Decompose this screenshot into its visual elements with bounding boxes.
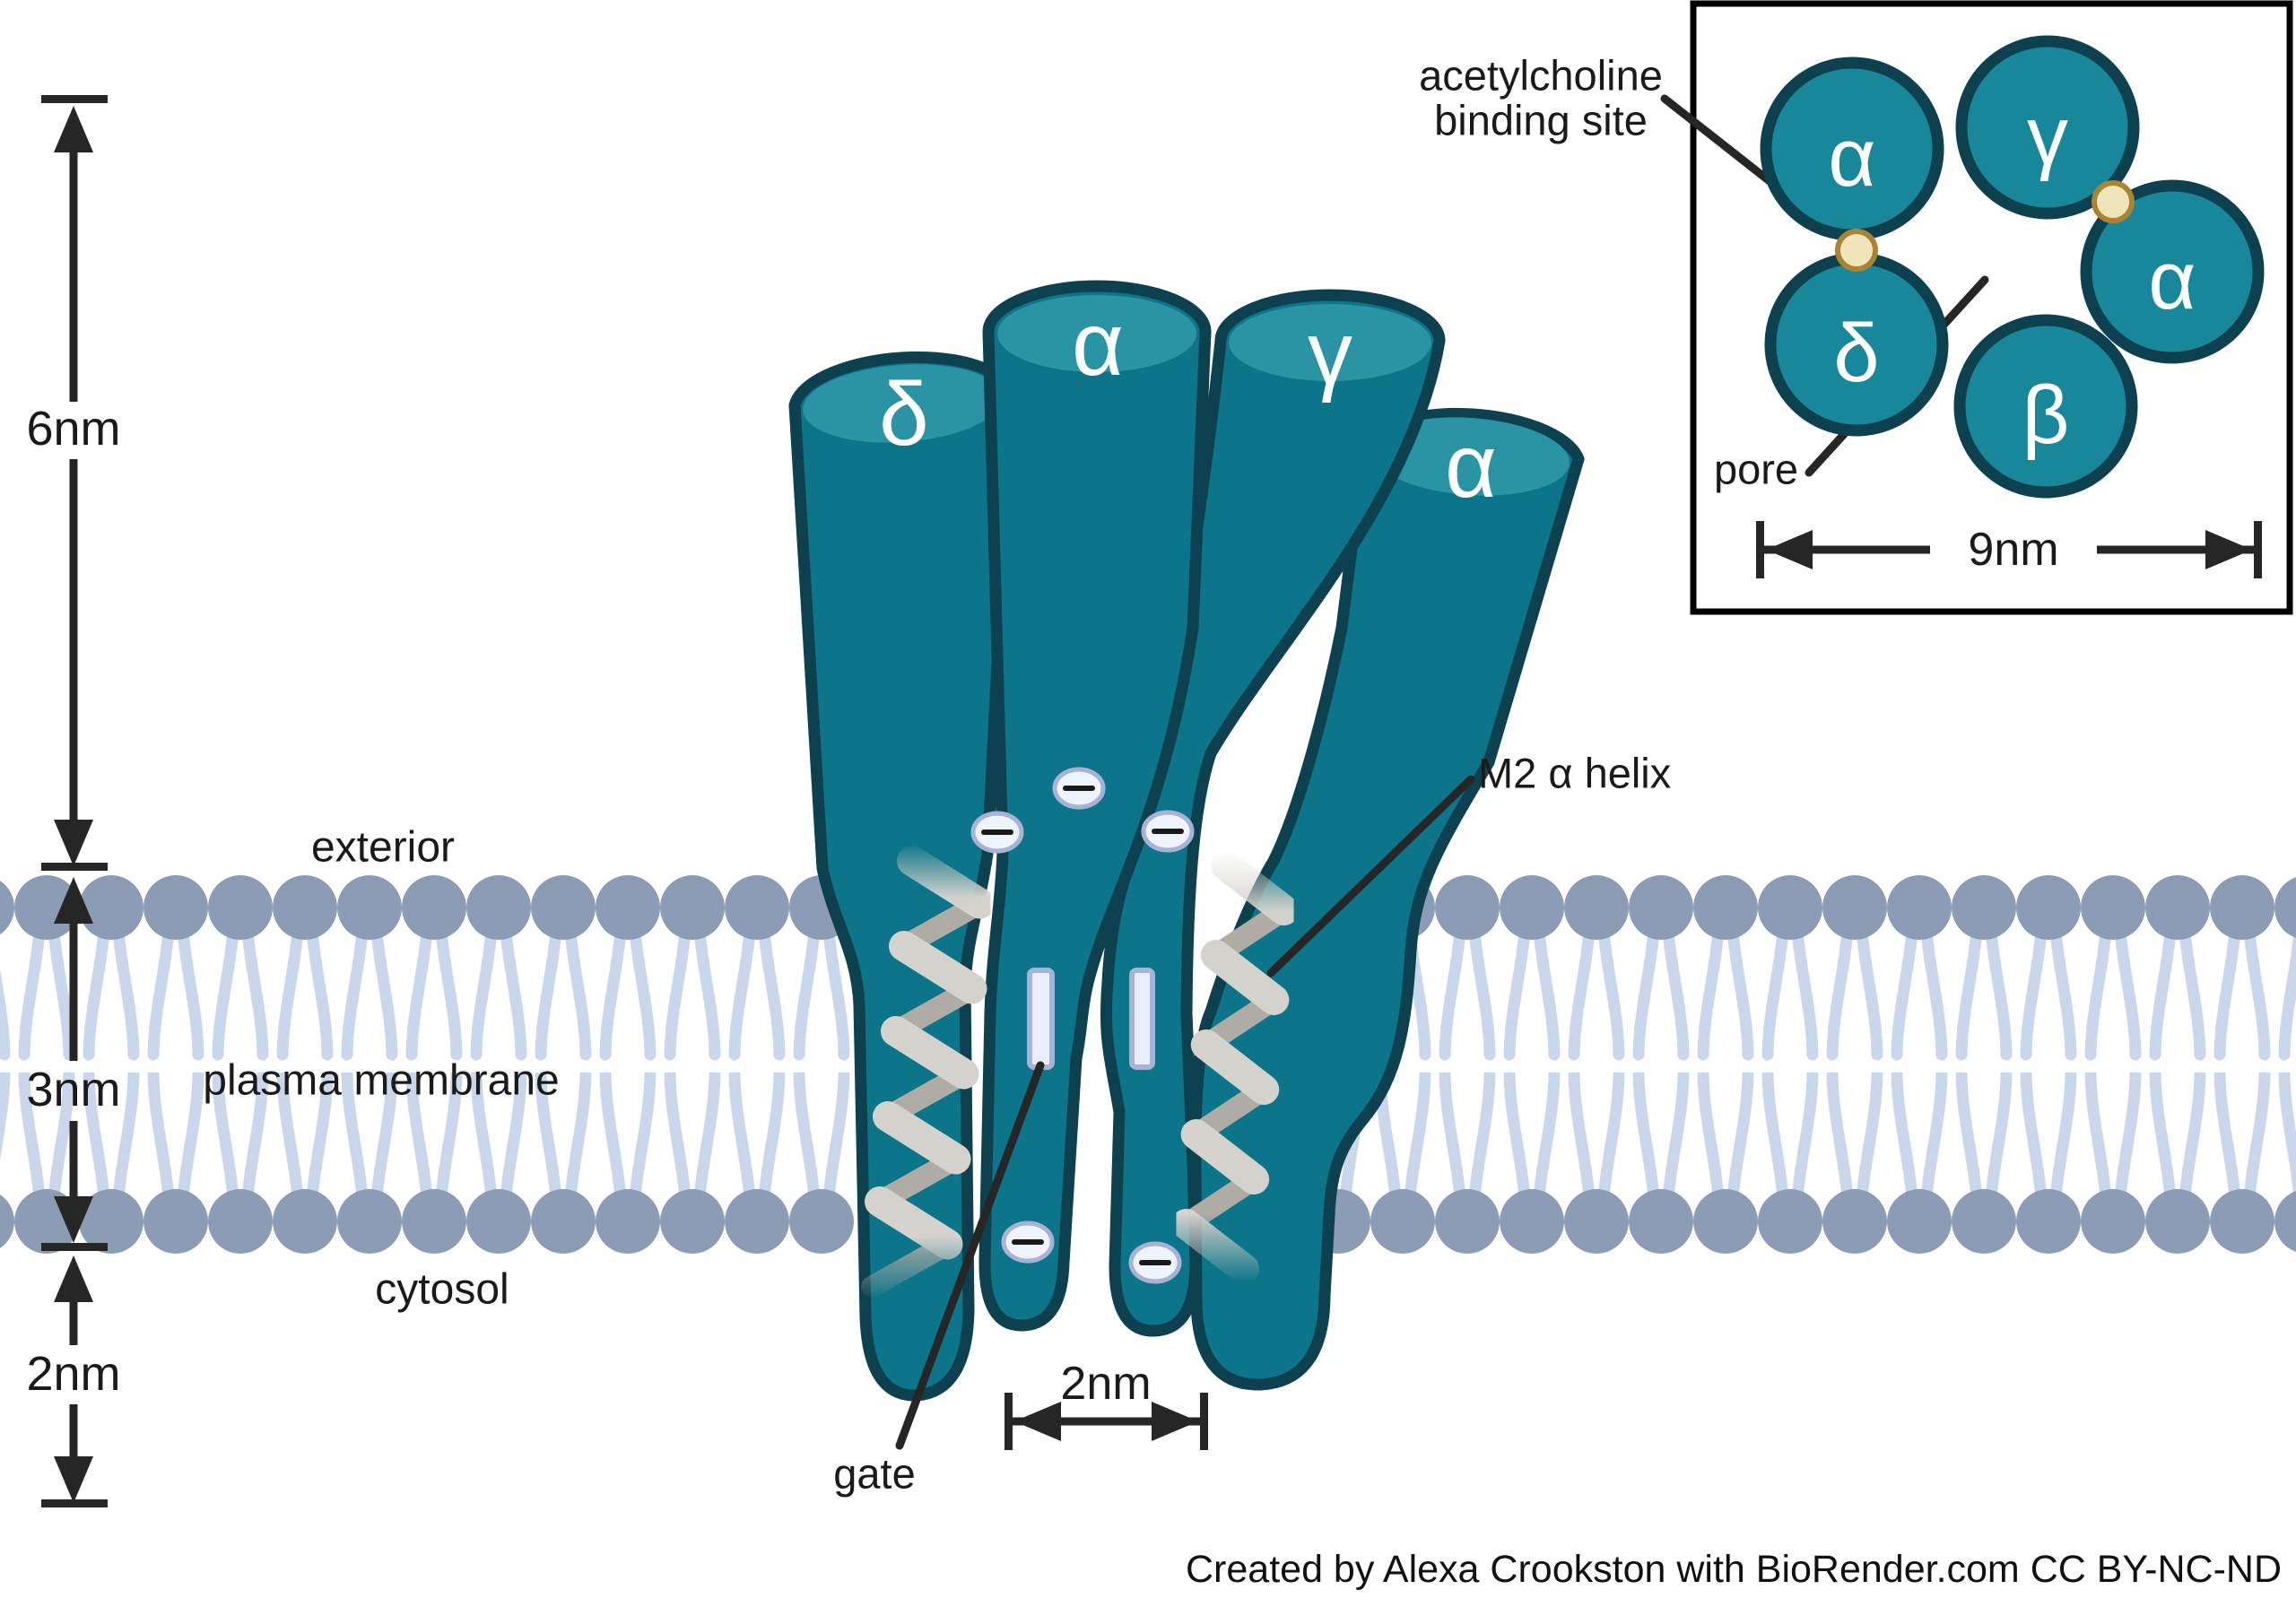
gate-label: gate: [833, 1450, 915, 1498]
charge-exterior-3: [1141, 810, 1195, 853]
charge-exterior-1: [970, 811, 1024, 854]
m2-helix-left: [861, 846, 996, 1298]
charge-exterior-2: [1052, 767, 1106, 810]
plasma-membrane-bilayer: [0, 875, 2296, 1254]
attribution-text: Created by Alexa Crookston with BioRende…: [1186, 1548, 2282, 1591]
binding-site-label-line2: binding site: [1434, 97, 1648, 144]
dimension-6nm: 6nm: [26, 95, 121, 871]
dimension-2nm-label: 2nm: [26, 1347, 120, 1401]
inset-subunit-delta: δ: [1764, 252, 1949, 437]
m2-helix-leader-line: [1266, 775, 1475, 977]
binding-site-label: acetylcholine binding site: [1419, 52, 1663, 144]
charge-cytosol-2: [1128, 1241, 1182, 1284]
inset-delta-label: δ: [1833, 308, 1879, 399]
dimension-3nm: 3nm: [26, 877, 121, 1251]
m2-helix-label: M2 α helix: [1478, 750, 1671, 797]
subunit-delta: δ: [788, 351, 1018, 1402]
inset-subunit-alpha-right: α: [2080, 179, 2265, 364]
membrane-left-top-leaflet: [0, 875, 854, 1064]
dimension-3nm-label: 3nm: [26, 1063, 120, 1116]
dimension-9nm-label: 9nm: [1968, 524, 2058, 576]
binding-site-dot-1: [1835, 229, 1878, 272]
charge-cytosol-1: [1001, 1220, 1055, 1264]
region-label-cytosol: cytosol: [375, 1266, 509, 1314]
membrane-right-top-leaflet: [1401, 875, 2296, 1064]
dimension-2nm-cytosol: 2nm: [26, 1255, 121, 1507]
binding-site-dot-2: [2092, 180, 2135, 223]
dimension-6nm-label: 6nm: [26, 402, 120, 456]
dimension-9nm: 9nm: [1756, 521, 2262, 578]
inset-subunit-gamma: γ: [1955, 35, 2140, 220]
inset-subunit-beta: β: [1953, 314, 2138, 499]
subunit-gamma-label: γ: [1308, 303, 1352, 404]
region-label-exterior: exterior: [311, 824, 455, 872]
inset-gamma-label: γ: [2027, 91, 2068, 182]
inset-top-view: α γ α β δ pore 9nm: [1660, 0, 2293, 615]
gate-left-rect: [1027, 968, 1055, 1070]
gate-leader-line: [895, 1061, 1045, 1450]
inset-subunit-alpha-topleft: α: [1760, 56, 1944, 241]
subunit-delta-label: δ: [879, 364, 929, 465]
pore-label: pore: [1714, 446, 1798, 493]
membrane-right-bottom-leaflet: [1251, 1073, 2296, 1254]
dimension-2nm-pore: 2nm: [1004, 1358, 1208, 1450]
inset-alpha1-label: α: [1828, 112, 1875, 204]
charge-symbols: [970, 767, 1195, 1284]
dimension-2nm-pore-label: 2nm: [1060, 1358, 1151, 1410]
membrane-left-bottom-leaflet: [0, 1073, 854, 1254]
inset-alpha2-label: α: [2148, 235, 2196, 326]
binding-site-label-line1: acetylcholine: [1419, 52, 1663, 100]
region-label-plasma-membrane: plasma membrane: [203, 1057, 560, 1105]
subunit-alpha-left-label: α: [1072, 294, 1124, 395]
subunit-alpha-right-label: α: [1445, 416, 1497, 517]
gate-right-rect: [1129, 968, 1155, 1070]
m2-helix-right: [1170, 850, 1300, 1284]
inset-beta-label: β: [2022, 369, 2070, 461]
